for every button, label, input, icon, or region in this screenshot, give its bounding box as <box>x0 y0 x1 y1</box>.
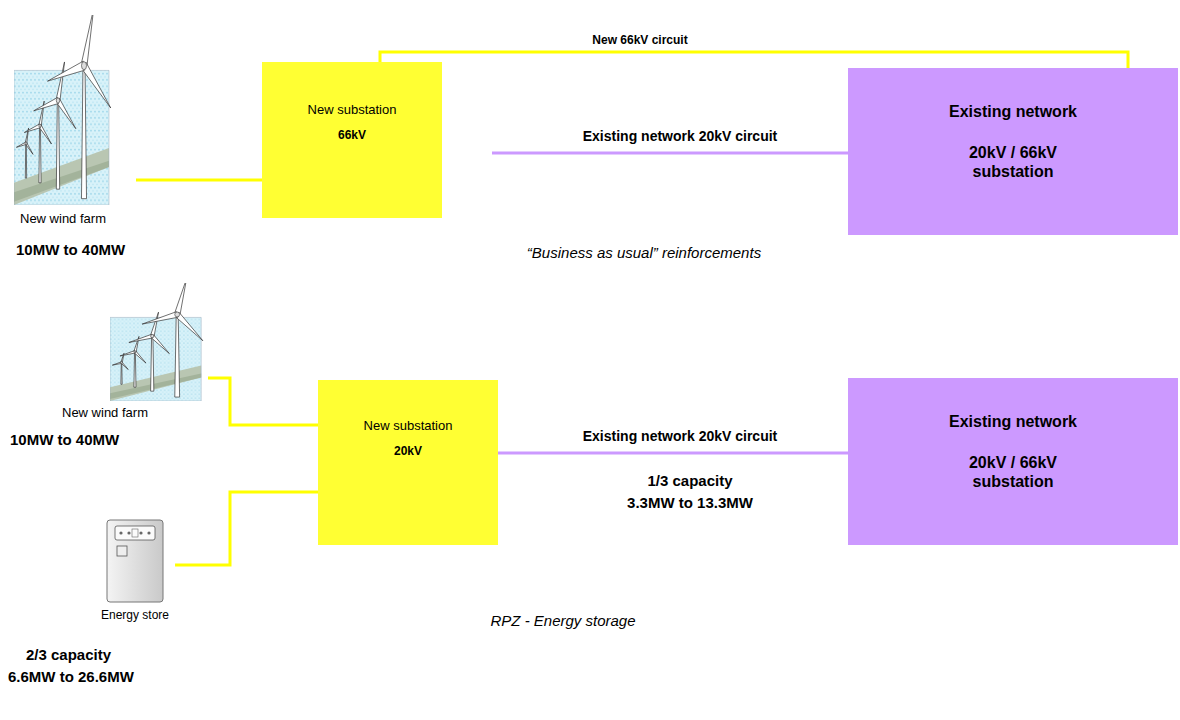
capacity-label: 1/3 capacity <box>647 472 732 490</box>
node-text: New substation <box>364 418 453 434</box>
node-text: 20kV <box>394 444 422 458</box>
node-text: 20kV / 66kV substation <box>948 143 1078 181</box>
circuit-line <box>208 378 318 425</box>
circuit-label: New 66kV circuit <box>592 33 687 47</box>
node-text: New wind farm <box>20 211 106 227</box>
energy-store-icon <box>105 518 165 604</box>
node-text: 2/3 capacity <box>26 646 111 664</box>
circuit-label: Existing network 20kV circuit <box>583 428 778 445</box>
wind-farm-node: New wind farm 10MW to 40MW <box>8 15 136 259</box>
scenario-caption: “Business as usual” reinforcements <box>527 244 761 262</box>
node-text: Existing network <box>949 102 1077 121</box>
scenario-caption: RPZ - Energy storage <box>490 612 635 630</box>
node-text: 66kV <box>338 128 366 142</box>
energy-store-node: Energy store 2/3 capacity 6.6MW to 26.6MW <box>4 518 175 686</box>
circuit-line <box>136 179 262 182</box>
circuit-label: Existing network 20kV circuit <box>583 128 778 145</box>
node-text: 10MW to 40MW <box>10 431 119 449</box>
substation-box: New substation 66kV <box>262 62 442 218</box>
node-text: New wind farm <box>62 405 148 421</box>
wind-turbines-illustration <box>110 283 206 401</box>
network-box: Existing network 20kV / 66kV substation <box>848 378 1178 545</box>
node-text: 10MW to 40MW <box>16 241 125 259</box>
capacity-value: 3.3MW to 13.3MW <box>627 494 753 512</box>
node-text: Existing network <box>949 412 1077 431</box>
substation-box: New substation 20kV <box>318 380 498 545</box>
circuit-line <box>498 452 848 455</box>
circuit-line <box>175 492 318 565</box>
node-text: Energy store <box>101 608 169 622</box>
node-text: 20kV / 66kV substation <box>948 453 1078 491</box>
network-box: Existing network 20kV / 66kV substation <box>848 68 1178 235</box>
node-text: New substation <box>308 102 397 118</box>
wind-turbines-illustration <box>14 15 114 205</box>
wind-farm-node: New wind farm 10MW to 40MW <box>8 283 208 449</box>
circuit-line <box>380 52 1128 68</box>
node-text: 6.6MW to 26.6MW <box>8 668 134 686</box>
existing-20kv-line <box>492 152 848 155</box>
